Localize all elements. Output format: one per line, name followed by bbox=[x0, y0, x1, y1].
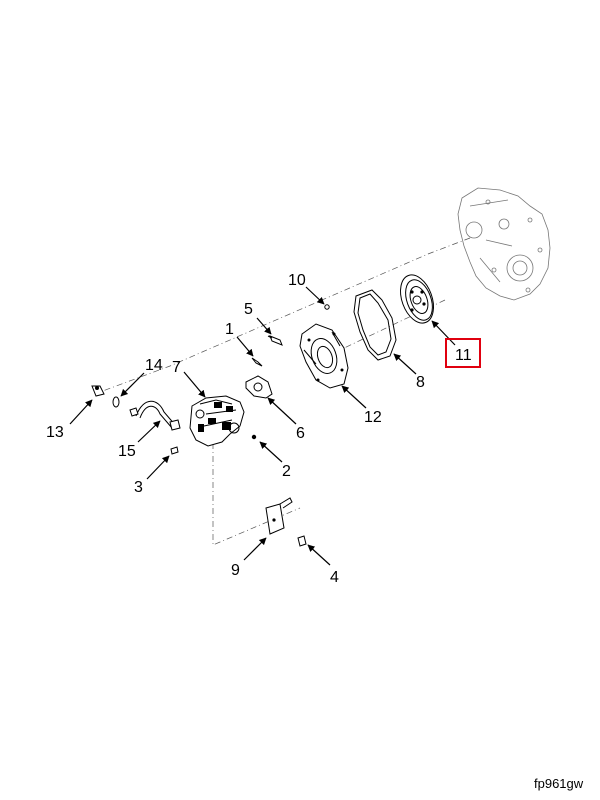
part-15-fuel-line bbox=[129, 400, 181, 431]
leader-9 bbox=[243, 537, 267, 561]
leader-1 bbox=[236, 336, 254, 357]
callout-9: 9 bbox=[231, 562, 240, 579]
callout-8: 8 bbox=[416, 374, 425, 391]
part-3-fitting bbox=[170, 446, 179, 455]
callout-10: 10 bbox=[288, 272, 306, 289]
callout-4: 4 bbox=[330, 569, 339, 586]
part-12-adapter-plate bbox=[299, 323, 349, 389]
leader-7 bbox=[183, 371, 206, 398]
part-5-bolt bbox=[267, 335, 283, 346]
leader-8 bbox=[393, 353, 417, 375]
part-1-stud bbox=[251, 357, 263, 367]
leader-5 bbox=[256, 317, 272, 335]
leader-4 bbox=[307, 544, 331, 566]
callout-3: 3 bbox=[134, 479, 143, 496]
leader-13 bbox=[69, 399, 93, 425]
callout-11: 11 bbox=[455, 347, 472, 364]
leader-11 bbox=[431, 320, 456, 346]
leader-2 bbox=[259, 441, 283, 463]
callout-13: 13 bbox=[46, 424, 64, 441]
callout-14: 14 bbox=[145, 357, 163, 374]
engine-front-cover bbox=[457, 187, 551, 301]
callout-12: 12 bbox=[364, 409, 382, 426]
part-4-bolt bbox=[297, 535, 307, 547]
leader-3 bbox=[146, 455, 170, 480]
callout-6: 6 bbox=[296, 425, 305, 442]
part-2-plug bbox=[251, 434, 257, 440]
part-13-sensor bbox=[91, 385, 105, 397]
callout-11-highlight-box bbox=[445, 338, 481, 368]
figure-id-label: fp961gw bbox=[532, 776, 586, 792]
leader-6 bbox=[267, 397, 297, 425]
callout-2: 2 bbox=[282, 463, 291, 480]
part-9-bracket bbox=[265, 497, 293, 535]
leader-12 bbox=[341, 385, 367, 409]
leader-15 bbox=[137, 420, 161, 443]
callout-15: 15 bbox=[118, 443, 136, 460]
part-8-gasket bbox=[353, 289, 397, 361]
leader-10 bbox=[305, 286, 325, 305]
leader-14 bbox=[120, 372, 145, 397]
part-6-gasket bbox=[245, 375, 273, 399]
part-10-fitting bbox=[324, 304, 330, 310]
callout-1: 1 bbox=[225, 321, 234, 338]
part-7-injection-pump bbox=[189, 395, 245, 447]
callout-numbers: 1 2 3 4 5 6 7 8 9 10 12 13 14 15 11 bbox=[46, 272, 481, 586]
callout-5: 5 bbox=[244, 301, 253, 318]
callout-7: 7 bbox=[172, 359, 181, 376]
leader-lines bbox=[69, 286, 456, 566]
part-11-gear bbox=[400, 274, 434, 324]
part-14-o-ring bbox=[112, 396, 120, 408]
